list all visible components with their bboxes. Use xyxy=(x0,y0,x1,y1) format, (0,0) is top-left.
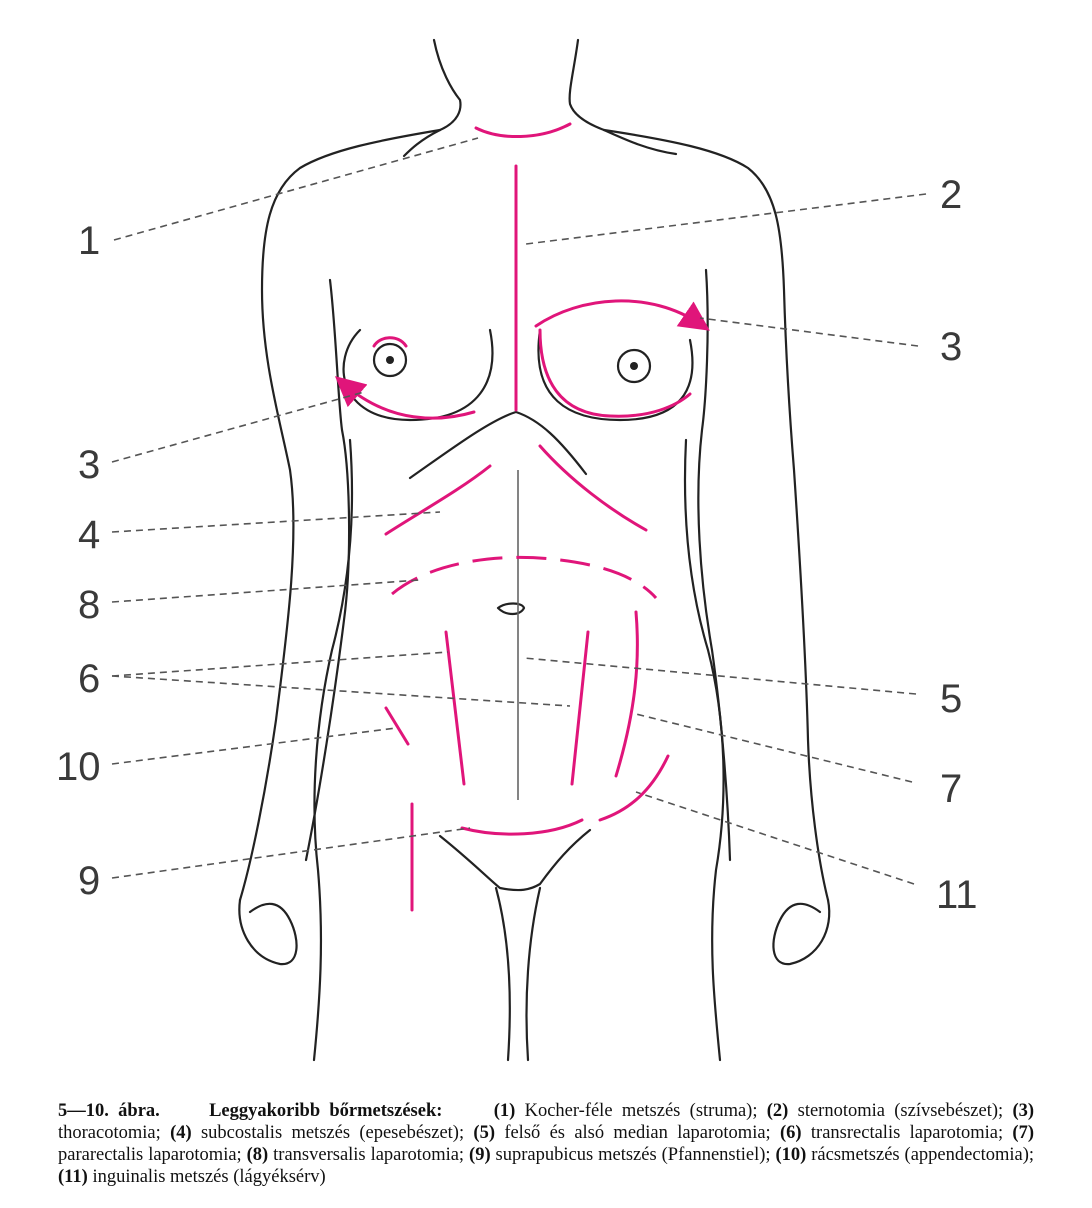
incision-3-thoracotomy-left xyxy=(334,376,476,420)
caption-item-number: (7) xyxy=(1012,1123,1034,1143)
incision-4-subcostal-left xyxy=(384,464,492,536)
incision-7-pararectal xyxy=(614,610,639,778)
incision-10-gridiron xyxy=(384,706,410,746)
label-3-left: 3 xyxy=(78,443,100,487)
label-2: 2 xyxy=(940,173,962,217)
caption-item-text: subcostalis metszés (epesebészet); xyxy=(191,1123,474,1143)
caption-item-number: (6) xyxy=(780,1123,802,1143)
incision-11-inguinal xyxy=(598,754,670,822)
label-11: 11 xyxy=(936,873,978,917)
caption-item-text: felső és alsó median laparotomia; xyxy=(495,1123,781,1143)
caption-items: (1) Kocher-féle metszés (struma); (2) st… xyxy=(58,1101,1034,1187)
label-8: 8 xyxy=(78,583,100,627)
incision-9-pfannenstiel xyxy=(460,818,584,836)
number-labels: 1 2 3 3 4 8 6 5 10 7 9 11 xyxy=(56,173,978,917)
incisions xyxy=(334,122,710,912)
label-3-right: 3 xyxy=(940,325,962,369)
incision-8-transversalis xyxy=(391,555,658,599)
label-6: 6 xyxy=(78,657,100,701)
incision-6-transrectal-right xyxy=(570,630,590,786)
caption-item-number: (3) xyxy=(1012,1101,1035,1121)
caption-item-text: rácsmetszés (appendectomia); xyxy=(806,1145,1034,1165)
caption-item-text: transversalis laparotomia; xyxy=(268,1145,470,1165)
label-4: 4 xyxy=(78,513,100,557)
label-10: 10 xyxy=(56,745,101,789)
figure-caption: 5—10. ábra. Leggyakoribb bőrmetszések: (… xyxy=(58,1100,1034,1188)
caption-item-number: (1) xyxy=(493,1101,516,1121)
label-7: 7 xyxy=(940,767,962,811)
label-1: 1 xyxy=(78,219,100,263)
body-incision-diagram: 1 2 3 3 4 8 6 5 10 7 9 11 xyxy=(56,38,978,1062)
label-9: 9 xyxy=(78,859,100,903)
caption-item-number: (11) xyxy=(58,1167,88,1187)
incision-6-transrectal-left xyxy=(444,630,466,786)
label-5: 5 xyxy=(940,677,962,721)
incision-4-subcostal-right xyxy=(538,444,648,532)
caption-item-number: (2) xyxy=(766,1101,789,1121)
body-outline xyxy=(238,38,831,1062)
incision-3-thoracotomy-right xyxy=(534,299,710,331)
caption-figure-number: 5—10. ábra. xyxy=(58,1101,160,1121)
caption-item-number: (8) xyxy=(246,1145,269,1165)
caption-item-number: (4) xyxy=(170,1123,192,1143)
caption-item-text: suprapubicus metszés (Pfannenstiel); xyxy=(490,1145,776,1165)
caption-item-number: (5) xyxy=(473,1123,495,1143)
caption-item-text: inguinalis metszés (lágyéksérv) xyxy=(87,1167,326,1187)
caption-item-number: (9) xyxy=(469,1145,491,1165)
caption-heading: Leggyakoribb bőrmetszések: xyxy=(209,1101,443,1121)
caption-item-text: pararectalis laparotomia; xyxy=(58,1145,247,1165)
caption-item-text: Kocher-féle metszés (struma); xyxy=(515,1101,767,1121)
leader-lines xyxy=(111,137,927,885)
caption-item-text: sternotomia (szívsebészet); xyxy=(788,1101,1013,1121)
caption-item-text: transrectalis laparotomia; xyxy=(801,1123,1013,1143)
caption-item-text: thoracotomia; xyxy=(58,1123,171,1143)
incision-1-kocher xyxy=(474,122,572,139)
caption-item-number: (10) xyxy=(775,1145,807,1165)
